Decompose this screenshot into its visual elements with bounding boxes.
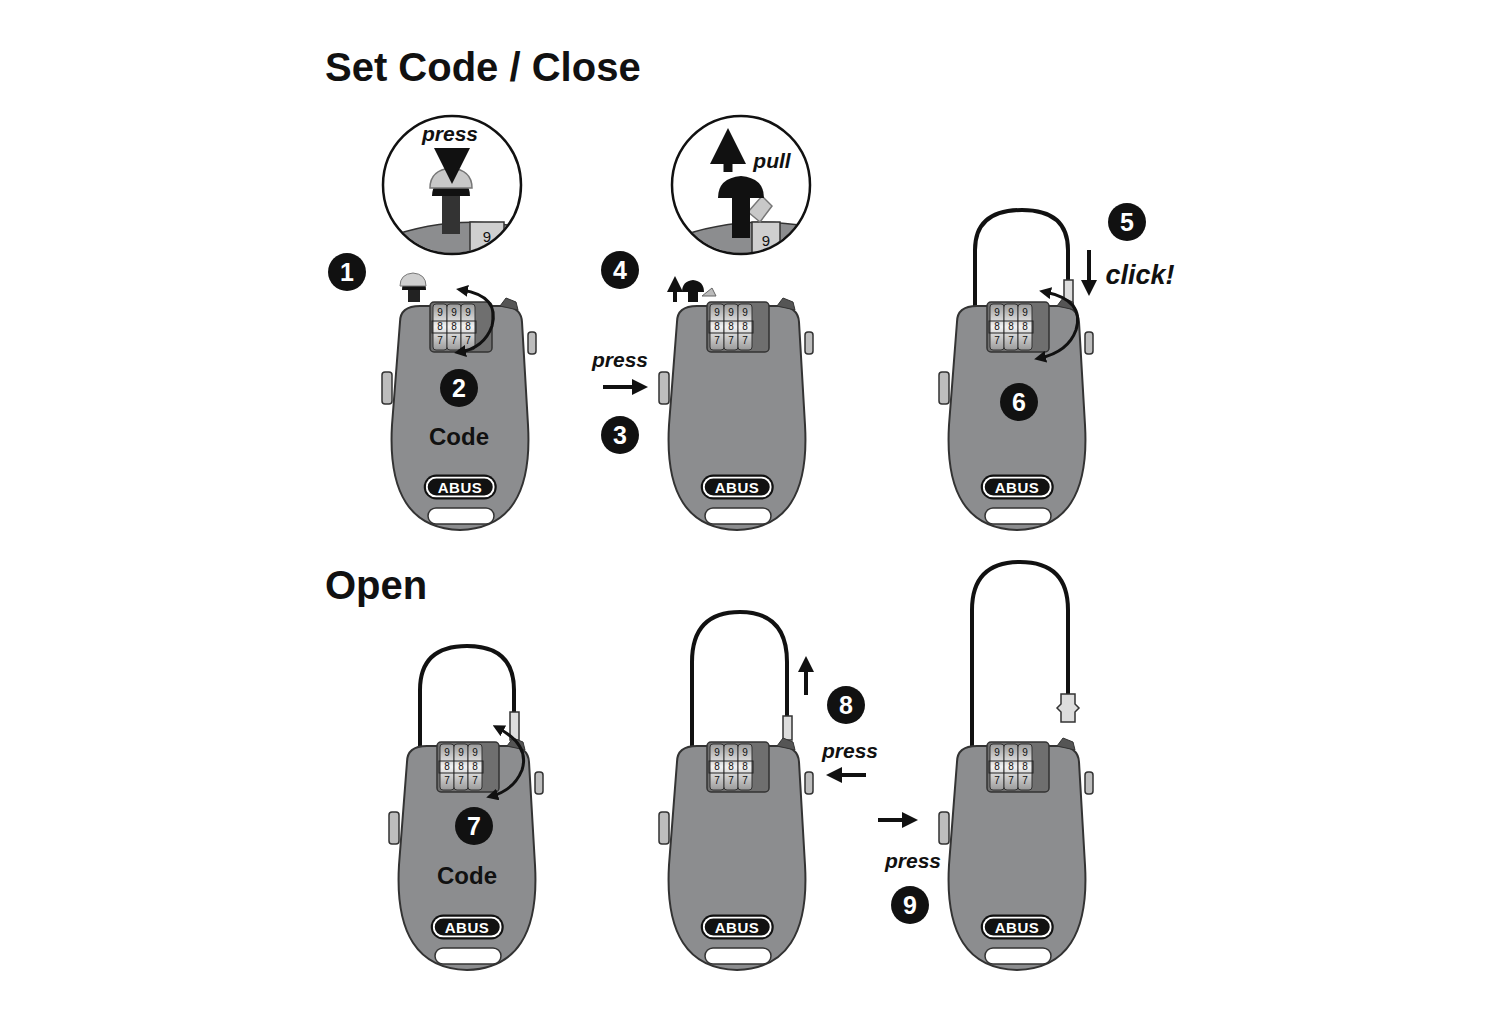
- wheel-digit: 9: [483, 229, 491, 244]
- wheel-digit: 9: [465, 308, 471, 318]
- action-word: press: [822, 740, 878, 761]
- wheel-digit: 8: [437, 322, 443, 332]
- callout-number: 6: [1000, 383, 1038, 421]
- wheel-digit: 9: [444, 748, 450, 758]
- callout-number: 7: [455, 807, 493, 845]
- wheel-digit: 7: [714, 336, 720, 346]
- wheel-digit: 7: [742, 336, 748, 346]
- callout-number: 4: [601, 251, 639, 289]
- callout-number: 9: [891, 886, 929, 924]
- wheel-digit: 9: [742, 748, 748, 758]
- brand-badge: ABUS: [983, 917, 1052, 938]
- wheel-digit: 9: [1008, 308, 1014, 318]
- wheel-digit: 9: [728, 748, 734, 758]
- wheel-digit: 9: [1022, 748, 1028, 758]
- callout-number: 3: [601, 416, 639, 454]
- action-word: press: [422, 123, 478, 144]
- wheel-digit: 9: [472, 748, 478, 758]
- wheel-digit: 7: [994, 336, 1000, 346]
- callout-number: 8: [827, 686, 865, 724]
- brand-badge: ABUS: [426, 477, 495, 498]
- wheel-digit: 8: [451, 322, 457, 332]
- wheel-digit: 7: [472, 776, 478, 786]
- wheel-digit: 8: [1008, 322, 1014, 332]
- wheel-digit: 8: [1022, 762, 1028, 772]
- callout-number: 1: [328, 253, 366, 291]
- wheel-digit: 7: [451, 336, 457, 346]
- wheel-digit: 8: [994, 762, 1000, 772]
- section-heading: Set Code / Close: [325, 47, 641, 87]
- wheel-digit: 7: [437, 336, 443, 346]
- brand-badge: ABUS: [983, 477, 1052, 498]
- action-word: press: [592, 349, 648, 370]
- callout-number: 2: [440, 369, 478, 407]
- brand-badge: ABUS: [433, 917, 502, 938]
- wheel-digit: 8: [742, 322, 748, 332]
- code-label: Code: [429, 425, 489, 449]
- wheel-digit: 9: [762, 233, 770, 248]
- wheel-digit: 7: [465, 336, 471, 346]
- wheel-digit: 9: [742, 308, 748, 318]
- wheel-digit: 9: [1008, 748, 1014, 758]
- callout-number: 5: [1108, 203, 1146, 241]
- wheel-digit: 8: [458, 762, 464, 772]
- wheel-digit: 9: [437, 308, 443, 318]
- wheel-digit: 8: [472, 762, 478, 772]
- wheel-digit: 8: [728, 322, 734, 332]
- wheel-digit: 8: [742, 762, 748, 772]
- wheel-digit: 8: [444, 762, 450, 772]
- wheel-digit: 7: [728, 776, 734, 786]
- action-word: press: [885, 850, 941, 871]
- wheel-digit: 9: [458, 748, 464, 758]
- section-heading: Open: [325, 565, 427, 605]
- wheel-digit: 8: [994, 322, 1000, 332]
- wheel-digit: 8: [714, 322, 720, 332]
- brand-badge: ABUS: [703, 917, 772, 938]
- brand-badge: ABUS: [703, 477, 772, 498]
- wheel-digit: 7: [728, 336, 734, 346]
- wheel-digit: 9: [714, 308, 720, 318]
- wheel-digit: 7: [1008, 336, 1014, 346]
- wheel-digit: 9: [714, 748, 720, 758]
- wheel-digit: 7: [994, 776, 1000, 786]
- wheel-digit: 9: [994, 308, 1000, 318]
- wheel-digit: 9: [994, 748, 1000, 758]
- wheel-digit: 8: [465, 322, 471, 332]
- wheel-digit: 8: [1022, 322, 1028, 332]
- wheel-digit: 7: [1022, 336, 1028, 346]
- code-label: Code: [437, 864, 497, 888]
- wheel-digit: 9: [451, 308, 457, 318]
- action-word: click!: [1105, 262, 1174, 289]
- wheel-digit: 7: [742, 776, 748, 786]
- wheel-digit: 7: [1022, 776, 1028, 786]
- wheel-digit: 7: [458, 776, 464, 786]
- wheel-digit: 9: [1022, 308, 1028, 318]
- wheel-digit: 9: [728, 308, 734, 318]
- wheel-digit: 7: [444, 776, 450, 786]
- wheel-digit: 8: [714, 762, 720, 772]
- wheel-digit: 8: [1008, 762, 1014, 772]
- wheel-digit: 8: [728, 762, 734, 772]
- action-word: pull: [753, 150, 790, 171]
- wheel-digit: 7: [1008, 776, 1014, 786]
- wheel-digit: 7: [714, 776, 720, 786]
